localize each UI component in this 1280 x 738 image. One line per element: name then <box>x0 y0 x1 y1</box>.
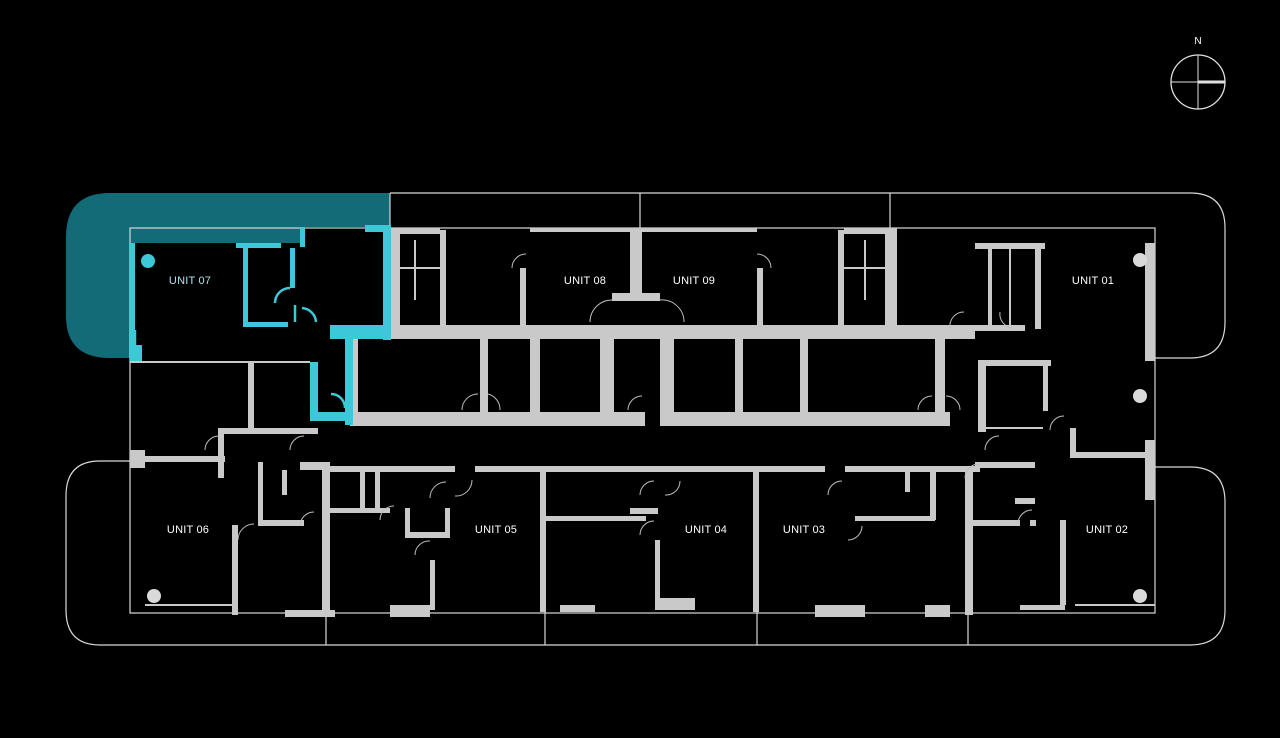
compass-north-label: N <box>1194 36 1201 47</box>
unit-05-label: UNIT 05 <box>475 524 517 536</box>
columns <box>141 253 1147 603</box>
unit-07-highlight <box>66 193 390 358</box>
unit-08[interactable]: UNIT 08 <box>530 234 630 294</box>
doors <box>204 253 1065 556</box>
unit-04[interactable]: UNIT 04 <box>660 475 752 600</box>
walls <box>130 228 1155 617</box>
unit-01-label: UNIT 01 <box>1072 275 1114 287</box>
unit-06-label: UNIT 06 <box>167 524 209 536</box>
unit-08-label: UNIT 08 <box>564 275 606 287</box>
unit-02-label: UNIT 02 <box>1086 524 1128 536</box>
unit-07[interactable]: UNIT 07 <box>136 248 244 328</box>
unit-09-label: UNIT 09 <box>673 275 715 287</box>
unit-03[interactable]: UNIT 03 <box>760 475 850 600</box>
unit-09[interactable]: UNIT 09 <box>644 234 754 294</box>
unit-01[interactable]: UNIT 01 <box>1042 250 1142 325</box>
unit-07-walls <box>130 225 391 425</box>
unit-labels: UNIT 07 UNIT 08 UNIT 09 UNIT 01 UNIT 06 … <box>136 234 1146 605</box>
unit-06[interactable]: UNIT 06 <box>146 465 231 600</box>
interior-lines <box>130 240 1155 606</box>
compass: N <box>1170 36 1226 110</box>
unit-04-label: UNIT 04 <box>685 524 727 536</box>
compass-icon <box>1170 54 1226 110</box>
unit-07-label: UNIT 07 <box>169 275 211 287</box>
unit-02[interactable]: UNIT 02 <box>1066 475 1146 600</box>
unit-03-label: UNIT 03 <box>783 524 825 536</box>
unit-05[interactable]: UNIT 05 <box>450 475 540 605</box>
